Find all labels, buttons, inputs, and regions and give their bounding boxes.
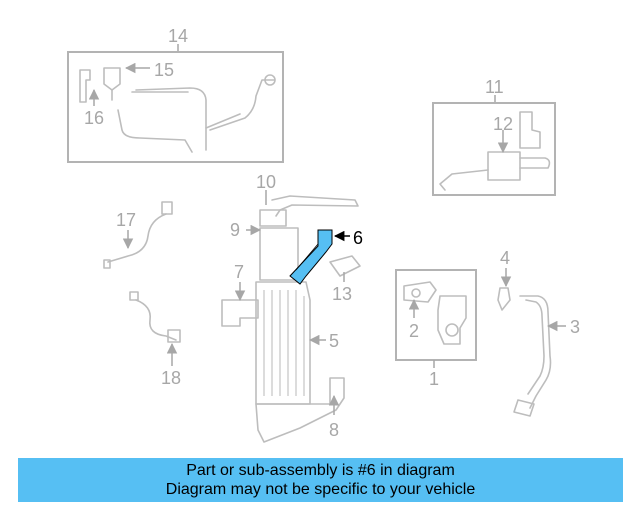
callout-group-11 bbox=[432, 95, 556, 196]
label-part-18: 18 bbox=[161, 368, 181, 388]
label-part-1: 1 bbox=[429, 369, 439, 389]
label-part-3: 3 bbox=[570, 317, 580, 337]
label-part-13: 13 bbox=[332, 284, 352, 304]
sensor-17 bbox=[103, 201, 173, 269]
label-part-2: 2 bbox=[409, 321, 419, 341]
label-part-11: 11 bbox=[485, 77, 504, 97]
banner-disclaimer: Diagram may not be specific to your vehi… bbox=[165, 481, 476, 498]
part-number-labels: 14 15 16 11 12 10 9 17 7 6 13 4 5 2 3 1 … bbox=[84, 26, 580, 440]
group-box-1 bbox=[395, 269, 477, 361]
label-part-10: 10 bbox=[256, 172, 276, 192]
sensor-18 bbox=[129, 291, 181, 366]
charcoal-canister-assembly bbox=[221, 190, 361, 443]
group-box-14 bbox=[67, 51, 284, 163]
info-banner: Part or sub-assembly is #6 in diagram Di… bbox=[18, 458, 623, 502]
callout-group-14 bbox=[67, 44, 284, 163]
label-part-8: 8 bbox=[329, 420, 339, 440]
tube-3-and-clamp-4 bbox=[497, 268, 566, 417]
highlighted-part-6 bbox=[289, 229, 350, 285]
label-part-7: 7 bbox=[234, 262, 244, 282]
label-part-14: 14 bbox=[168, 26, 188, 46]
label-part-12: 12 bbox=[493, 114, 513, 134]
label-part-9: 9 bbox=[230, 220, 240, 240]
exploded-parts-diagram: 14 15 16 11 12 10 9 17 7 6 13 4 5 2 3 1 … bbox=[67, 26, 580, 443]
label-part-15: 15 bbox=[154, 60, 174, 80]
banner-part-note: Part or sub-assembly is #6 in diagram bbox=[186, 462, 455, 479]
callout-group-1 bbox=[395, 269, 477, 368]
label-part-4: 4 bbox=[500, 248, 510, 268]
label-part-6: 6 bbox=[353, 228, 363, 248]
label-part-17: 17 bbox=[116, 210, 136, 230]
label-part-5: 5 bbox=[329, 331, 339, 351]
label-part-16: 16 bbox=[84, 108, 104, 128]
